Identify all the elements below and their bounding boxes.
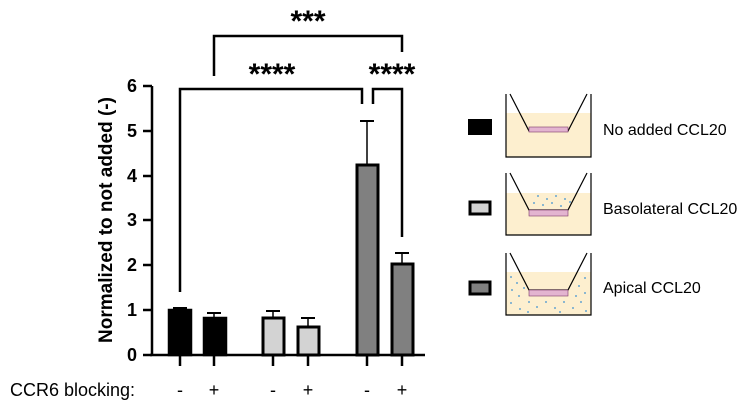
category-label: - [270, 380, 276, 400]
bars [167, 120, 415, 357]
legend-label: Apical CCL20 [603, 280, 701, 297]
legend: No added CCL20 Basolateral CCL20 [468, 93, 737, 316]
legend-swatch-basolateral [468, 200, 492, 216]
y-tick-label: 3 [127, 210, 137, 230]
bar-no-added-minus [167, 308, 193, 357]
legend-swatch-apical [468, 280, 492, 296]
category-label: - [177, 380, 183, 400]
category-label: + [303, 380, 314, 400]
bar-no-added-plus [202, 316, 228, 357]
transwell-diagram-no-added-icon [505, 93, 592, 158]
y-tick-label: 5 [127, 121, 137, 141]
legend-label: Basolateral CCL20 [603, 201, 737, 218]
y-tick-label: 4 [127, 166, 137, 186]
legend-label: No added CCL20 [603, 122, 727, 139]
legend-swatch-no-added [468, 119, 492, 135]
category-label: + [209, 380, 220, 400]
bar-apical-minus [355, 163, 380, 357]
y-axis: 0 1 2 3 4 5 6 Normalized to not added (-… [96, 76, 154, 365]
transwell-diagram-apical-icon [505, 252, 592, 316]
transwell-diagram-basolateral-icon [505, 172, 592, 236]
y-tick-label: 0 [127, 345, 137, 365]
x-axis-label: CCR6 blocking: [10, 380, 135, 400]
significance-annotations: *** **** **** [178, 5, 416, 292]
x-axis: CCR6 blocking: - + - + - + [10, 353, 425, 400]
category-label: - [364, 380, 370, 400]
sig-label-top: *** [290, 5, 325, 38]
bar-basolateral-minus [261, 316, 286, 357]
bar-basolateral-plus [296, 325, 321, 357]
y-tick-label: 1 [127, 300, 137, 320]
bar-apical-plus [390, 262, 415, 357]
y-tick-label: 2 [127, 255, 137, 275]
sig-label-left: **** [249, 58, 296, 91]
y-axis-label: Normalized to not added (-) [96, 97, 117, 343]
y-tick-label: 6 [127, 76, 137, 96]
sig-label-right: **** [369, 58, 416, 91]
category-label: + [397, 380, 408, 400]
